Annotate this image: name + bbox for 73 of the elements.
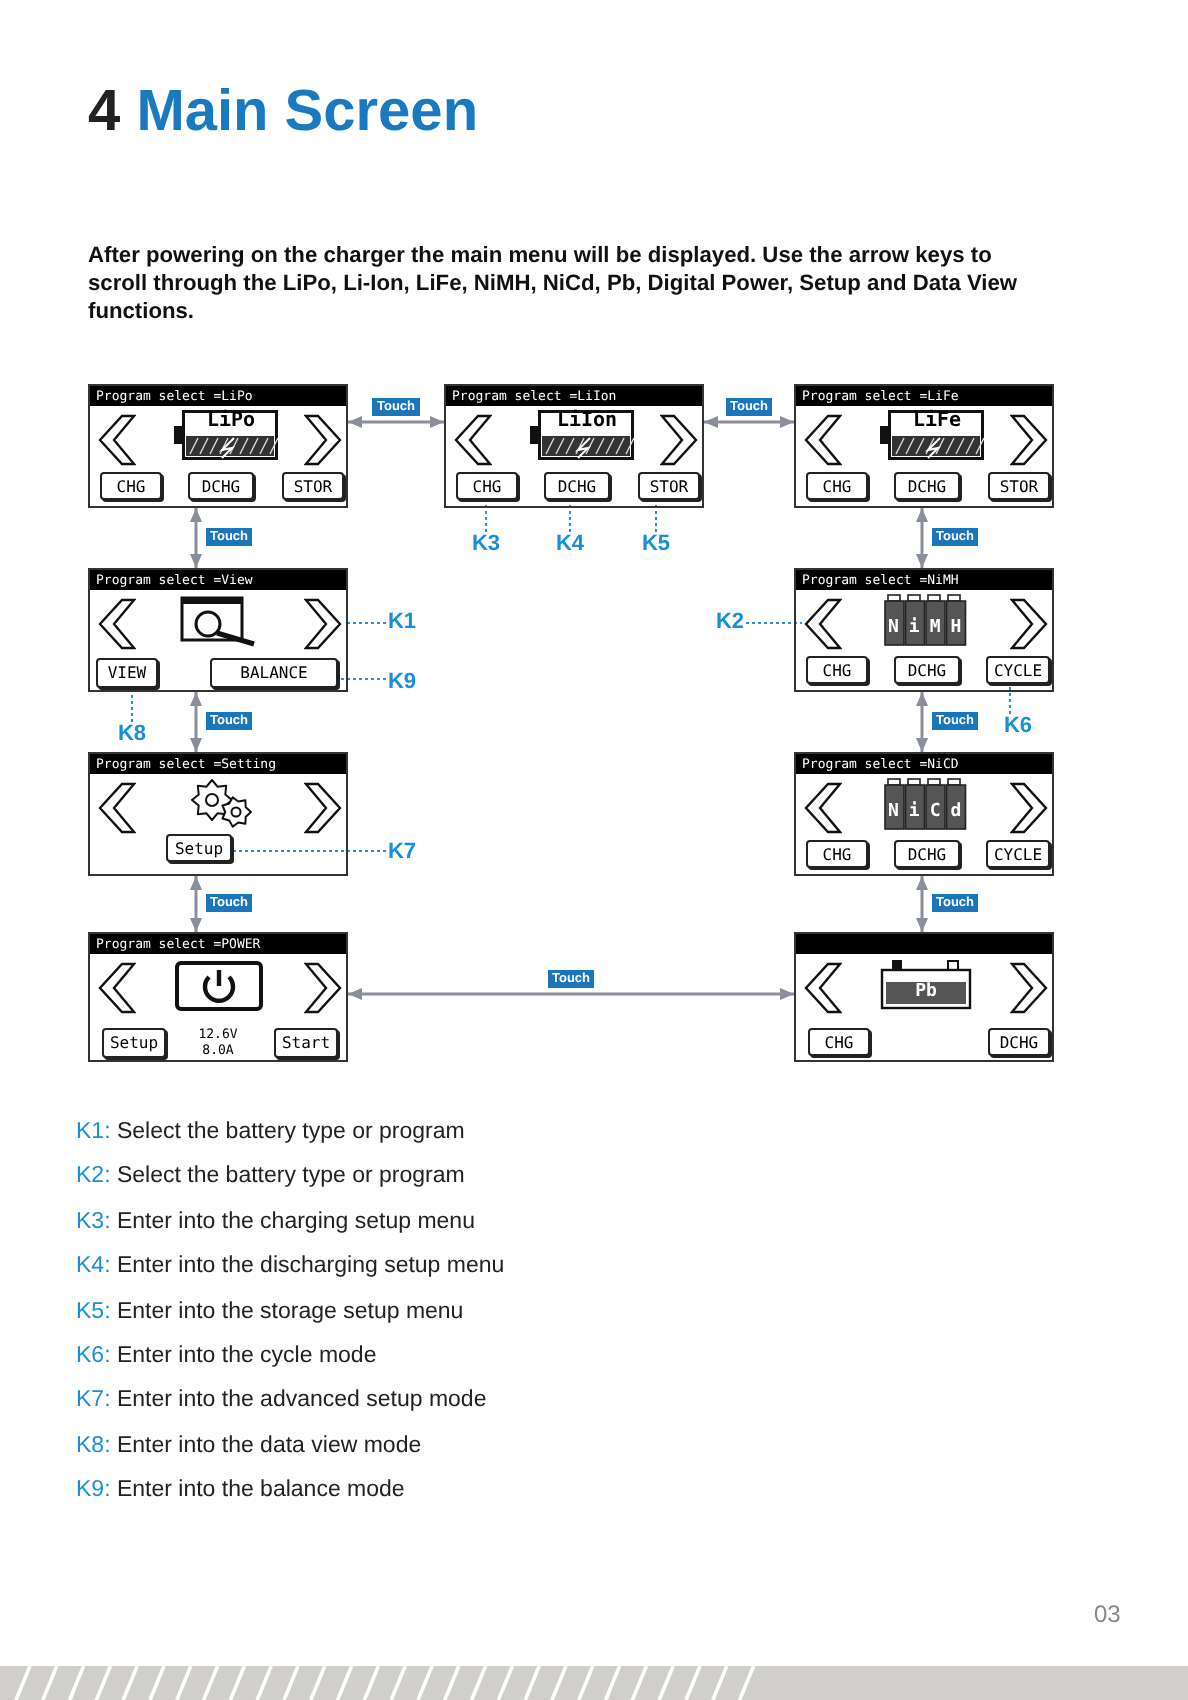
leader-line bbox=[1009, 683, 1011, 715]
leader-line bbox=[655, 499, 657, 533]
callout-label: K4 bbox=[554, 532, 586, 558]
callout-label: K1 bbox=[386, 610, 418, 636]
screen-panel bbox=[794, 752, 1054, 876]
screen-button: CHG bbox=[100, 472, 162, 500]
screen-button: DCHG bbox=[894, 472, 960, 500]
screen-panel bbox=[88, 384, 348, 508]
callout-label: K5 bbox=[640, 532, 672, 558]
intro-paragraph: After powering on the charger the main menu will be displayed. Use the arrow keys to scroll through the LiPo, Li-Ion, LiFe, NiMH, NiCd, Pb, Digital Power, Setup and Data View functions. bbox=[88, 242, 1020, 326]
leader-line bbox=[337, 678, 387, 680]
chevron-button bbox=[802, 598, 842, 650]
screen-panel bbox=[88, 932, 348, 1062]
leader-line bbox=[343, 622, 387, 624]
leader-line bbox=[485, 499, 487, 533]
double-arrow bbox=[704, 416, 794, 428]
screen-panel bbox=[794, 932, 1054, 1062]
key-description: K2: Select the battery type or program bbox=[76, 1164, 465, 1189]
key-description: K6: Enter into the cycle mode bbox=[76, 1344, 377, 1368]
screen-button: DCHG bbox=[988, 1028, 1050, 1056]
key-description: K7: Enter into the advanced setup mode bbox=[76, 1388, 487, 1413]
screen-button: CHG bbox=[806, 656, 868, 684]
battery-label: LiFe bbox=[910, 410, 964, 434]
screen-button: CHG bbox=[808, 1028, 870, 1056]
double-arrow bbox=[348, 988, 794, 1000]
screen-button: STOR bbox=[282, 472, 344, 500]
double-arrow bbox=[190, 692, 202, 752]
key-description: K5: Enter into the storage setup menu bbox=[76, 1299, 464, 1324]
screen-button: CHG bbox=[806, 840, 868, 868]
screen-button: DCHG bbox=[188, 472, 254, 500]
screen-button: STOR bbox=[638, 472, 700, 500]
battery-label: Pb bbox=[913, 982, 939, 1004]
key-description: K8: Enter into the data view mode bbox=[76, 1433, 422, 1458]
screen-panel bbox=[88, 752, 348, 876]
screen-button: DCHG bbox=[544, 472, 610, 500]
double-arrow bbox=[348, 416, 444, 428]
leader-line bbox=[569, 499, 571, 533]
callout-label: K6 bbox=[1002, 714, 1034, 740]
screen-panel bbox=[794, 384, 1054, 508]
page-number: 03 bbox=[1094, 1600, 1121, 1628]
battery-label: LiIon bbox=[554, 410, 620, 434]
screen-button: BALANCE bbox=[210, 658, 338, 688]
callout-label: K3 bbox=[470, 532, 502, 558]
key-description: K4: Enter into the discharging setup menu bbox=[76, 1254, 505, 1279]
key-description: K9: Enter into the balance mode bbox=[76, 1478, 405, 1503]
page-title: 4 Main Screen bbox=[88, 80, 479, 146]
chevron-button bbox=[304, 598, 344, 650]
key-description: K1: Select the battery type or program bbox=[76, 1120, 465, 1144]
battery-label: LiPo bbox=[204, 410, 258, 434]
screen-panel bbox=[444, 384, 704, 508]
screen-button: Setup bbox=[102, 1028, 166, 1058]
screen-button: DCHG bbox=[894, 840, 960, 868]
screen-button: CYCLE bbox=[986, 840, 1050, 868]
screen-button: Start bbox=[274, 1028, 338, 1058]
screen-button: CYCLE bbox=[986, 656, 1050, 684]
key-description: K3: Enter into the charging setup menu bbox=[76, 1209, 475, 1234]
battery-label: NiMH bbox=[888, 616, 972, 642]
double-arrow bbox=[190, 876, 202, 932]
screen-panel bbox=[88, 568, 348, 692]
screen-button: Setup bbox=[166, 834, 232, 862]
screen-button: DCHG bbox=[894, 656, 960, 684]
leader-line bbox=[231, 850, 387, 852]
screen-button: VIEW bbox=[96, 658, 158, 688]
battery-label: NiCd bbox=[888, 800, 972, 826]
callout-label: K2 bbox=[714, 610, 746, 636]
callout-label: K8 bbox=[116, 722, 148, 748]
callout-label: K9 bbox=[386, 670, 418, 696]
screen-button: CHG bbox=[456, 472, 518, 500]
leader-line bbox=[745, 622, 803, 624]
screen-button: CHG bbox=[806, 472, 868, 500]
screen-button: STOR bbox=[988, 472, 1050, 500]
screen-panel bbox=[794, 568, 1054, 692]
callout-label: K7 bbox=[386, 840, 418, 866]
